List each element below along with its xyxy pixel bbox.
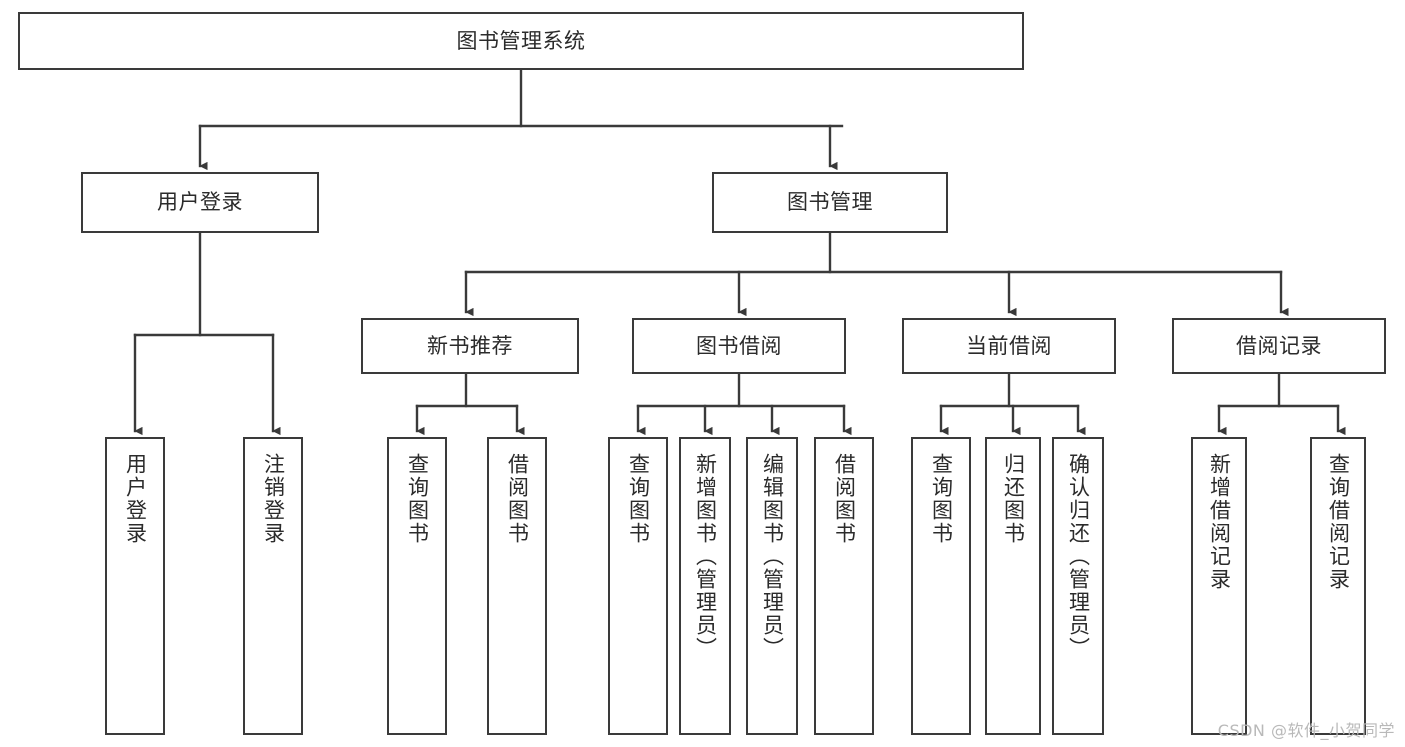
node-leaf-edit-book-label: 编辑图书（管理员） xyxy=(760,453,785,660)
node-root-label: 图书管理系统 xyxy=(456,28,586,53)
node-new-book-recommend[interactable]: 新书推荐 xyxy=(361,318,579,374)
node-leaf-query-record-label: 查询借阅记录 xyxy=(1326,453,1351,591)
node-leaf-borrow-book-1-label: 借阅图书 xyxy=(505,453,530,545)
node-leaf-logout-label: 注销登录 xyxy=(261,453,286,545)
node-leaf-user-login-label: 用户登录 xyxy=(123,453,148,545)
node-leaf-add-book-label: 新增图书（管理员） xyxy=(693,453,718,660)
node-leaf-query-book-3[interactable]: 查询图书 xyxy=(911,437,971,735)
node-root[interactable]: 图书管理系统 xyxy=(18,12,1024,70)
node-leaf-add-record[interactable]: 新增借阅记录 xyxy=(1191,437,1247,735)
node-leaf-return-book-label: 归还图书 xyxy=(1001,453,1026,545)
node-leaf-confirm-return-label: 确认归还（管理员） xyxy=(1066,453,1091,660)
node-leaf-query-book-1[interactable]: 查询图书 xyxy=(387,437,447,735)
node-leaf-query-book-1-label: 查询图书 xyxy=(405,453,430,545)
node-leaf-confirm-return[interactable]: 确认归还（管理员） xyxy=(1052,437,1104,735)
node-new-book-recommend-label: 新书推荐 xyxy=(427,333,513,358)
node-user-login[interactable]: 用户登录 xyxy=(81,172,319,233)
node-user-login-label: 用户登录 xyxy=(157,190,243,215)
node-book-manage[interactable]: 图书管理 xyxy=(712,172,948,233)
node-leaf-query-record[interactable]: 查询借阅记录 xyxy=(1310,437,1366,735)
node-leaf-query-book-3-label: 查询图书 xyxy=(929,453,954,545)
node-current-borrow[interactable]: 当前借阅 xyxy=(902,318,1116,374)
node-leaf-query-book-2[interactable]: 查询图书 xyxy=(608,437,668,735)
node-leaf-add-record-label: 新增借阅记录 xyxy=(1207,453,1232,591)
node-leaf-edit-book[interactable]: 编辑图书（管理员） xyxy=(746,437,798,735)
node-leaf-return-book[interactable]: 归还图书 xyxy=(985,437,1041,735)
node-book-borrow-label: 图书借阅 xyxy=(696,333,782,358)
node-leaf-query-book-2-label: 查询图书 xyxy=(626,453,651,545)
node-leaf-borrow-book-2[interactable]: 借阅图书 xyxy=(814,437,874,735)
node-leaf-borrow-book-2-label: 借阅图书 xyxy=(832,453,857,545)
node-book-borrow[interactable]: 图书借阅 xyxy=(632,318,846,374)
node-book-manage-label: 图书管理 xyxy=(787,190,873,215)
node-borrow-record[interactable]: 借阅记录 xyxy=(1172,318,1386,374)
node-leaf-user-login[interactable]: 用户登录 xyxy=(105,437,165,735)
node-leaf-logout[interactable]: 注销登录 xyxy=(243,437,303,735)
node-leaf-borrow-book-1[interactable]: 借阅图书 xyxy=(487,437,547,735)
node-leaf-add-book[interactable]: 新增图书（管理员） xyxy=(679,437,731,735)
node-borrow-record-label: 借阅记录 xyxy=(1236,333,1322,358)
node-current-borrow-label: 当前借阅 xyxy=(966,333,1052,358)
